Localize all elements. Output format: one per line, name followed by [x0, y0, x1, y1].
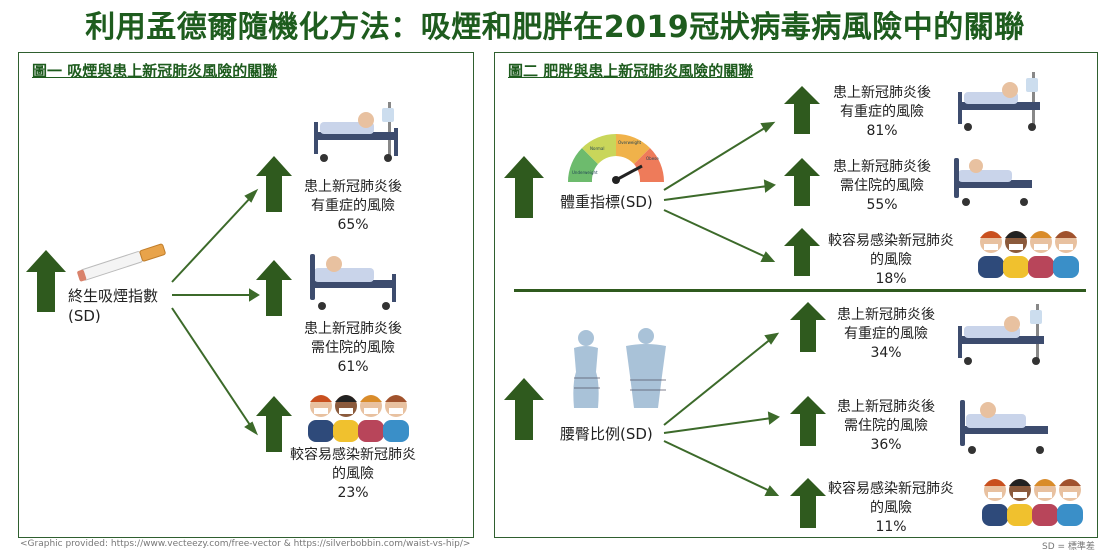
- outcome-line1: 患上新冠肺炎後: [837, 399, 935, 415]
- increase-arrow-icon: [256, 260, 292, 316]
- people-with-masks-icon: [308, 395, 409, 442]
- outcome-line1: 患上新冠肺炎後: [304, 321, 402, 337]
- outcome-label: 患上新冠肺炎後 需住院的風險 36%: [816, 398, 956, 455]
- outcome-label: 患上新冠肺炎後 需住院的風險 55%: [812, 158, 952, 215]
- footer-credit: <Graphic provided: https://www.vecteezy.…: [20, 539, 471, 549]
- bmi-exposure-label: 體重指標(SD): [560, 193, 653, 211]
- outcome-value: 55%: [866, 197, 898, 213]
- outcome-line2: 的風險: [870, 252, 912, 268]
- outcome-value: 11%: [875, 519, 907, 535]
- exposure-text: 終生吸煙指數: [68, 287, 159, 305]
- page-title: 利用孟德爾隨機化方法：吸煙和肥胖在2019冠狀病毒病風險中的關聯: [85, 10, 1025, 45]
- hospital-bed-icon: [958, 304, 1044, 365]
- outcome-value: 23%: [337, 485, 369, 501]
- people-with-masks-icon: [978, 231, 1079, 278]
- body-silhouette-icon: [573, 328, 666, 408]
- increase-arrow-icon: [26, 250, 66, 312]
- increase-arrow-icon: [256, 396, 292, 452]
- gauge-label: Underweight: [572, 170, 598, 175]
- hospital-bed-icon: [314, 102, 398, 162]
- outcome-value: 81%: [866, 123, 898, 139]
- outcome-value: 36%: [870, 437, 902, 453]
- increase-arrow-icon: [790, 302, 826, 352]
- outcome-label: 患上新冠肺炎後 有重症的風險 34%: [816, 306, 956, 363]
- smoking-exposure-label: 終生吸煙指數 (SD): [68, 286, 158, 326]
- increase-arrow-icon: [784, 228, 820, 276]
- outcome-label: 患上新冠肺炎後 有重症的風險 65%: [278, 178, 428, 235]
- outcome-line2: 的風險: [870, 500, 912, 516]
- increase-arrow-icon: [504, 156, 544, 218]
- outcome-line1: 較容易感染新冠肺炎: [828, 481, 954, 497]
- hospital-bed-icon: [954, 158, 1032, 206]
- increase-arrow-icon: [784, 86, 820, 134]
- increase-arrow-icon: [790, 478, 826, 528]
- figure2-title: 圖二 肥胖與患上新冠肺炎風險的關聯: [508, 62, 754, 80]
- outcome-value: 61%: [337, 359, 369, 375]
- outcome-label: 較容易感染新冠肺炎 的風險 11%: [816, 480, 966, 537]
- increase-arrow-icon: [784, 158, 820, 206]
- hospital-bed-icon: [310, 254, 396, 310]
- outcome-line2: 有重症的風險: [311, 198, 395, 214]
- people-with-masks-icon: [982, 479, 1083, 526]
- increase-arrow-icon: [256, 156, 292, 212]
- outcome-label: 患上新冠肺炎後 需住院的風險 61%: [278, 320, 428, 377]
- divider: [514, 289, 1086, 292]
- hospital-bed-icon: [958, 72, 1040, 131]
- outcome-line2: 的風險: [332, 466, 374, 482]
- gauge-label: Overweight: [618, 140, 642, 145]
- exposure-unit: (SD): [68, 307, 101, 325]
- outcome-value: 34%: [870, 345, 902, 361]
- gauge-label: Obese: [646, 156, 659, 161]
- outcome-line2: 有重症的風險: [840, 104, 924, 120]
- outcome-label: 較容易感染新冠肺炎 的風險 18%: [816, 232, 966, 289]
- bmi-gauge-icon: Underweight Normal Overweight Obese: [567, 133, 665, 184]
- figure1-panel: [18, 52, 474, 538]
- outcome-label: 患上新冠肺炎後 有重症的風險 81%: [812, 84, 952, 141]
- outcome-value: 18%: [875, 271, 907, 287]
- waist-hip-exposure-label: 腰臀比例(SD): [560, 425, 653, 443]
- outcome-label: 較容易感染新冠肺炎 的風險 23%: [278, 446, 428, 503]
- outcome-line2: 需住院的風險: [844, 418, 928, 434]
- outcome-line1: 患上新冠肺炎後: [833, 85, 931, 101]
- gauge-label: Normal: [590, 146, 604, 151]
- outcome-value: 65%: [337, 217, 369, 233]
- outcome-line2: 有重症的風險: [844, 326, 928, 342]
- increase-arrow-icon: [790, 396, 826, 446]
- outcome-line1: 患上新冠肺炎後: [304, 179, 402, 195]
- outcome-line2: 需住院的風險: [840, 178, 924, 194]
- outcome-line1: 較容易感染新冠肺炎: [828, 233, 954, 249]
- footer-sd-note: SD = 標準差: [1042, 542, 1095, 552]
- hospital-bed-icon: [960, 400, 1048, 454]
- outcome-line1: 患上新冠肺炎後: [837, 307, 935, 323]
- cigarette-icon: [77, 243, 166, 282]
- outcome-line1: 較容易感染新冠肺炎: [290, 447, 416, 463]
- figure1-title: 圖一 吸煙與患上新冠肺炎風險的關聯: [32, 62, 278, 80]
- increase-arrow-icon: [504, 378, 544, 440]
- outcome-line1: 患上新冠肺炎後: [833, 159, 931, 175]
- figure2-panel: [494, 52, 1098, 538]
- outcome-line2: 需住院的風險: [311, 340, 395, 356]
